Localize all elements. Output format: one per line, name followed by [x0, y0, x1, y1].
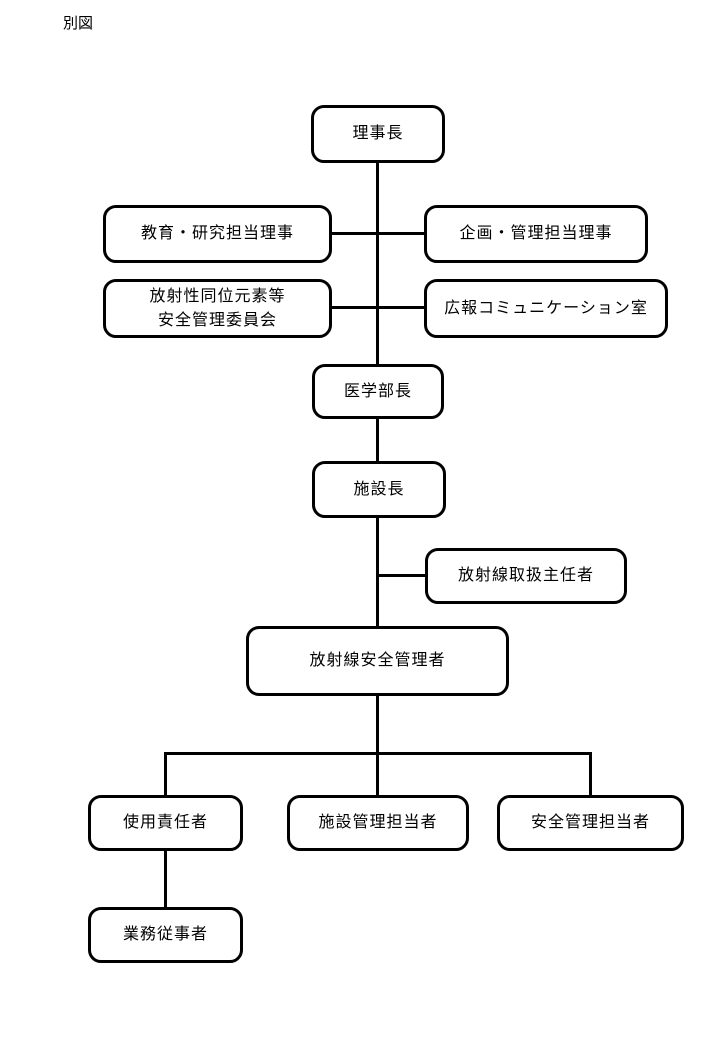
org-node-radiation-workers: 業務従事者 [88, 907, 243, 963]
connector-drop-safety-mgmt [589, 752, 592, 797]
org-node-pr-communication-office: 広報コミュニケーション室 [424, 279, 668, 338]
connector-directors-row [330, 232, 426, 235]
org-node-facility-head: 施設長 [312, 461, 446, 518]
org-node-medical-school-dean: 医学部長 [312, 364, 444, 419]
org-node-education-research-director: 教育・研究担当理事 [103, 205, 332, 263]
org-node-radiation-handling-chief: 放射線取扱主任者 [425, 548, 627, 604]
org-node-label: 放射線取扱主任者 [457, 567, 594, 585]
connector-use-to-workers [164, 849, 167, 909]
org-node-label: 放射線安全管理者 [309, 652, 446, 670]
connector-president-to-dean [376, 161, 379, 366]
org-node-label: 施設長 [353, 480, 405, 498]
org-node-planning-management-director: 企画・管理担当理事 [424, 205, 648, 263]
connector-branch-radiation-chief [378, 574, 427, 577]
org-node-radioisotope-safety-committee: 放射性同位元素等 安全管理委員会 [103, 279, 332, 338]
connector-facility-to-safety-mgr [376, 516, 379, 628]
connector-drop-use-responsible [164, 752, 167, 797]
org-node-label: 業務従事者 [122, 926, 208, 944]
org-node-label: 教育・研究担当理事 [140, 225, 294, 243]
connector-drop-facility-mgmt [376, 752, 379, 797]
org-node-label: 施設管理担当者 [318, 814, 438, 832]
org-node-use-responsible-person: 使用責任者 [88, 795, 243, 851]
org-node-label: 企画・管理担当理事 [459, 225, 613, 243]
org-node-label: 医学部長 [343, 382, 412, 400]
connector-committee-proffice-row [330, 306, 426, 309]
org-node-label: 安全管理担当者 [530, 814, 650, 832]
connector-safety-mgr-down [376, 694, 379, 755]
org-node-label-line1: 放射性同位元素等 [149, 288, 286, 306]
org-node-facility-management-staff: 施設管理担当者 [287, 795, 469, 851]
connector-dean-to-facility-head [376, 417, 379, 463]
org-node-label: 広報コミュニケーション室 [444, 299, 648, 317]
org-node-safety-management-staff: 安全管理担当者 [497, 795, 684, 851]
figure-caption: 別図 [63, 15, 94, 32]
org-node-president: 理事長 [311, 105, 445, 163]
org-node-radiation-safety-manager: 放射線安全管理者 [246, 626, 509, 696]
org-node-label: 理事長 [352, 125, 404, 143]
org-node-label-line2: 安全管理委員会 [157, 311, 277, 329]
org-node-label: 使用責任者 [122, 814, 208, 832]
